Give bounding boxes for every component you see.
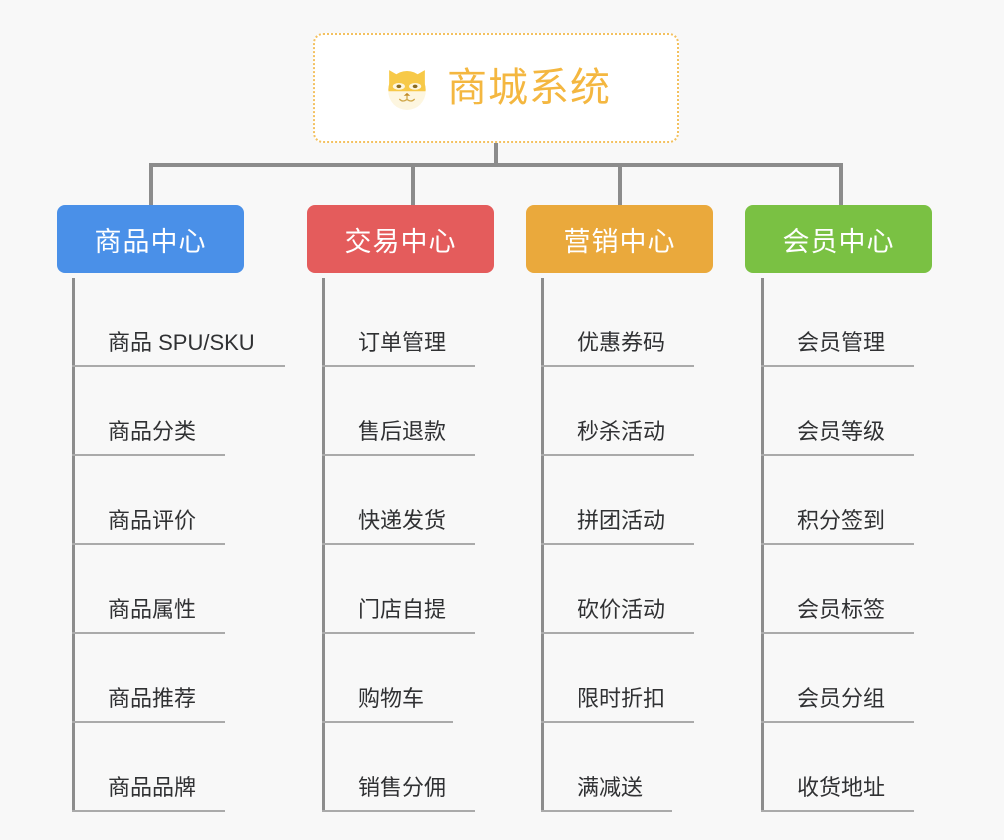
leaf-item-underline: [322, 721, 453, 723]
root-node[interactable]: 商城系统: [313, 33, 679, 143]
leaf-item-label: 商品分类: [108, 418, 197, 444]
leaf-item-label: 会员管理: [797, 329, 886, 355]
leaf-item-underline: [322, 632, 475, 634]
category-box-marketing-center[interactable]: 营销中心: [526, 205, 713, 273]
leaf-item-label: 售后退款: [358, 418, 447, 444]
leaf-item-underline: [72, 454, 225, 456]
leaf-item-label: 拼团活动: [577, 507, 666, 533]
leaf-item-label: 砍价活动: [577, 596, 666, 622]
category-title: 营销中心: [563, 226, 676, 257]
leaf-item-label: 门店自提: [358, 596, 447, 622]
leaf-item-label: 收货地址: [797, 774, 886, 800]
leaf-item-label: 购物车: [358, 685, 425, 711]
leaf-item-underline: [322, 454, 475, 456]
leaf-item-underline: [322, 365, 475, 367]
shiba-dog-face-icon: [388, 70, 426, 110]
category-title: 商品中心: [94, 226, 207, 257]
leaf-item-underline: [541, 365, 694, 367]
leaf-item-label: 优惠券码: [577, 329, 666, 355]
leaf-item-label: 商品品牌: [108, 774, 197, 800]
leaf-item-underline: [761, 810, 914, 812]
leaf-item-underline: [541, 454, 694, 456]
leaf-item-label: 订单管理: [358, 329, 447, 355]
leaf-item-label: 快递发货: [358, 507, 447, 533]
leaf-item-underline: [761, 454, 914, 456]
leaf-item-label: 商品 SPU/SKU: [108, 329, 255, 355]
column-spine: [761, 278, 764, 812]
leaf-item-underline: [541, 543, 694, 545]
leaf-item-underline: [72, 632, 225, 634]
leaf-item-underline: [761, 632, 914, 634]
leaf-item-label: 商品属性: [108, 596, 197, 622]
leaf-item-underline: [541, 632, 694, 634]
leaf-item-label: 商品推荐: [108, 685, 197, 711]
category-box-product-center[interactable]: 商品中心: [57, 205, 244, 273]
leaf-item-label: 会员标签: [797, 596, 886, 622]
category-box-member-center[interactable]: 会员中心: [745, 205, 932, 273]
column-spine: [72, 278, 75, 812]
category-title: 交易中心: [344, 226, 457, 257]
leaf-item-underline: [322, 810, 475, 812]
column-spine: [322, 278, 325, 812]
leaf-item-underline: [761, 543, 914, 545]
root-title: 商城系统: [447, 66, 611, 110]
leaf-item-label: 限时折扣: [577, 685, 666, 711]
leaf-item-label: 会员分组: [797, 685, 886, 711]
column-spine: [541, 278, 544, 812]
leaf-item-underline: [72, 543, 225, 545]
leaf-item-label: 销售分佣: [358, 774, 447, 800]
leaf-item-underline: [72, 810, 225, 812]
leaf-item-underline: [322, 543, 475, 545]
leaf-item-underline: [541, 721, 694, 723]
category-box-trade-center[interactable]: 交易中心: [307, 205, 494, 273]
category-title: 会员中心: [782, 226, 895, 257]
leaf-item-label: 满减送: [577, 774, 644, 800]
leaf-item-underline: [541, 810, 672, 812]
leaf-item-label: 会员等级: [797, 418, 886, 444]
leaf-item-label: 商品评价: [108, 507, 197, 533]
leaf-item-underline: [761, 365, 914, 367]
leaf-item-underline: [761, 721, 914, 723]
leaf-item-underline: [72, 721, 225, 723]
leaf-item-label: 积分签到: [797, 507, 886, 533]
leaf-item-label: 秒杀活动: [577, 418, 666, 444]
leaf-item-underline: [72, 365, 285, 367]
